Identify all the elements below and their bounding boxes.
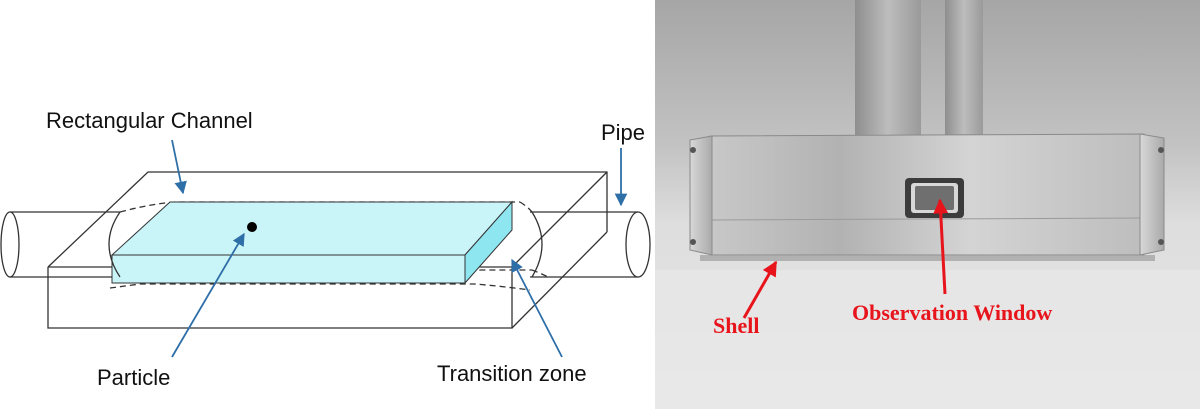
label-particle: Particle bbox=[97, 365, 170, 390]
photo-annotation-arrows bbox=[742, 198, 949, 319]
arrow-shell bbox=[742, 260, 778, 319]
device-photo: Shell Observation Window bbox=[655, 0, 1200, 409]
arrow-rectangular-channel bbox=[171, 139, 187, 195]
label-observation-window: Observation Window bbox=[852, 300, 1052, 325]
arrow-particle bbox=[171, 232, 245, 358]
label-shell: Shell bbox=[713, 313, 759, 338]
support-post-left bbox=[855, 0, 921, 140]
channel-schematic bbox=[0, 171, 651, 329]
support-post-right bbox=[945, 0, 983, 140]
rectangular-channel bbox=[110, 200, 514, 285]
leader-arrows bbox=[171, 139, 628, 358]
left-pipe bbox=[0, 211, 120, 278]
label-rectangular-channel: Rectangular Channel bbox=[46, 108, 253, 133]
particle-dot bbox=[247, 222, 257, 232]
label-pipe: Pipe bbox=[601, 120, 645, 145]
observation-window bbox=[905, 178, 964, 218]
arrow-transition-zone bbox=[511, 258, 563, 358]
table-surface bbox=[655, 270, 1200, 409]
arrow-observation-window bbox=[933, 198, 949, 295]
label-transition-zone: Transition zone bbox=[437, 361, 587, 386]
right-pipe bbox=[530, 211, 651, 278]
